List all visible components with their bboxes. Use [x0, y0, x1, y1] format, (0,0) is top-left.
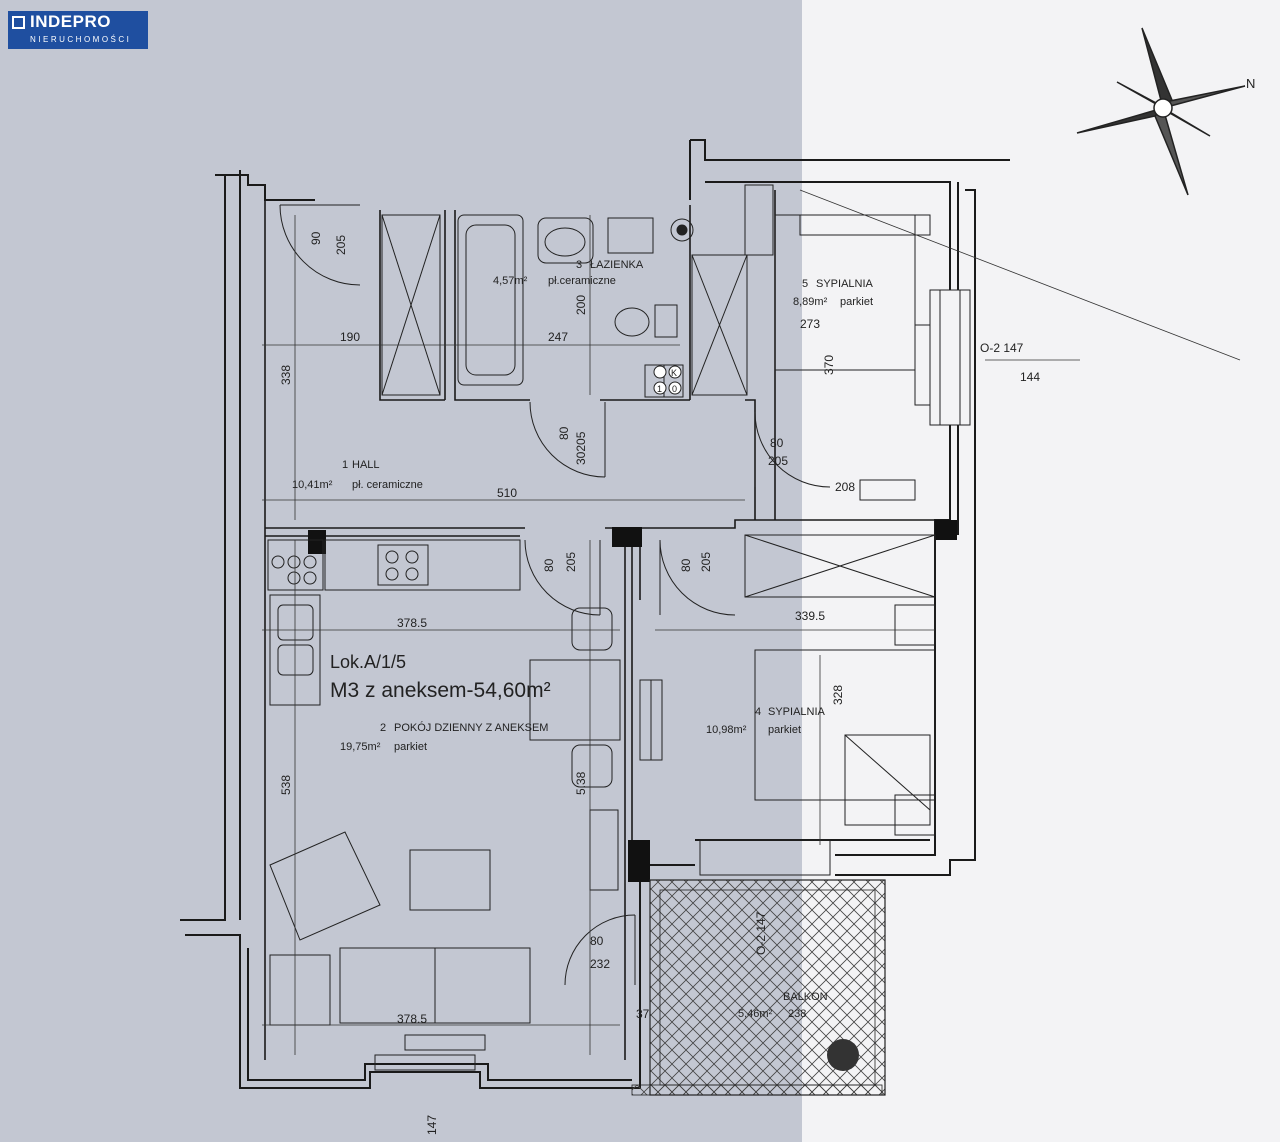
built-in-wardrobes	[381, 184, 936, 598]
window-o2-label: O-2 147	[980, 341, 1024, 355]
dim-80-d: 80	[679, 558, 693, 572]
windows	[374, 289, 971, 1071]
dim-30205: 30205	[574, 431, 588, 465]
electrical-panel-markers	[653, 365, 682, 395]
dim-144: 144	[1020, 370, 1040, 384]
bathroom-finish: pł.ceramiczne	[548, 275, 616, 287]
balcony-area: 5,46m²	[738, 1008, 773, 1020]
living-room-furniture	[269, 607, 663, 1051]
dim-200: 200	[574, 295, 588, 315]
bedroom5-area: 8,89m²	[793, 296, 828, 308]
balcony	[631, 879, 886, 1096]
compass-icon	[1076, 27, 1246, 196]
marker-k: K	[671, 368, 677, 378]
bedroom4-name: SYPIALNIA	[768, 706, 826, 718]
bathroom-number: 3	[576, 259, 582, 271]
bathroom-fixtures	[457, 214, 694, 398]
dim-190: 190	[340, 330, 360, 344]
dim-378-5-b: 378.5	[397, 1012, 427, 1026]
bedroom4-area: 10,98m²	[706, 724, 747, 736]
dim-247: 247	[548, 330, 568, 344]
dim-370: 370	[822, 355, 836, 375]
living-finish: parkiet	[394, 741, 427, 753]
bedroom5-name: SYPIALNIA	[816, 278, 874, 290]
bathroom-area: 4,57m²	[493, 275, 528, 287]
dim-538: 538	[279, 775, 293, 795]
dim-338: 338	[279, 365, 293, 385]
dimension-lines	[262, 189, 1241, 1055]
dim-90: 90	[309, 231, 323, 245]
living-area: 19,75m²	[340, 741, 381, 753]
dim-208: 208	[835, 480, 855, 494]
compass-north-label: N	[1246, 76, 1255, 91]
dim-328: 328	[831, 685, 845, 705]
dim-205-d: 205	[699, 552, 713, 572]
hall-name: HALL	[352, 459, 380, 471]
bedroom-furniture	[754, 214, 936, 836]
logo-mark-icon	[12, 16, 25, 29]
dim-37: 37	[636, 1007, 650, 1021]
window-o2-balcony-label: O-2 147	[754, 911, 768, 955]
dim-378-5-a: 378.5	[397, 616, 427, 630]
dim-205-c: 205	[564, 552, 578, 572]
hall-finish: pł. ceramiczne	[352, 479, 423, 491]
marker-one: 1	[657, 384, 662, 394]
bedroom5-number: 5	[802, 278, 808, 290]
marker-zero: 0	[672, 384, 677, 394]
indepro-logo: INDEPRO NIERUCHOMOŚCI	[8, 11, 148, 49]
balcony-width: 238	[788, 1008, 806, 1020]
bathroom-name: ŁAZIENKA	[590, 259, 644, 271]
dim-80-e: 80	[590, 934, 604, 948]
bedroom5-finish: parkiet	[840, 296, 873, 308]
dim-273: 273	[800, 317, 820, 331]
dim-80-c: 80	[542, 558, 556, 572]
hall-number: 1	[342, 459, 348, 471]
dim-80-a: 80	[557, 426, 571, 440]
dim-232: 232	[590, 957, 610, 971]
unit-number: Lok.A/1/5	[330, 652, 406, 672]
bedroom4-finish: parkiet	[768, 724, 801, 736]
interior-walls	[264, 190, 935, 1060]
dim-5-38: 5.38	[574, 771, 588, 795]
living-number: 2	[380, 722, 386, 734]
dim-147: 147	[425, 1115, 439, 1135]
living-name: POKÓJ DZIENNY Z ANEKSEM	[394, 721, 548, 734]
bedroom4-number: 4	[755, 706, 761, 718]
dim-205-b: 205	[768, 454, 788, 468]
dim-205-a: 205	[334, 235, 348, 255]
dim-339-5: 339.5	[795, 609, 825, 623]
door-swings	[279, 204, 831, 986]
logo-name: INDEPRO	[30, 12, 111, 31]
dim-510: 510	[497, 486, 517, 500]
balcony-name: BALKON	[783, 991, 828, 1003]
logo-tagline: NIERUCHOMOŚCI	[30, 35, 132, 44]
structural-columns	[308, 520, 957, 882]
dim-80-b: 80	[770, 436, 784, 450]
hall-area: 10,41m²	[292, 479, 333, 491]
unit-summary: M3 z aneksem-54,60m²	[330, 679, 551, 702]
